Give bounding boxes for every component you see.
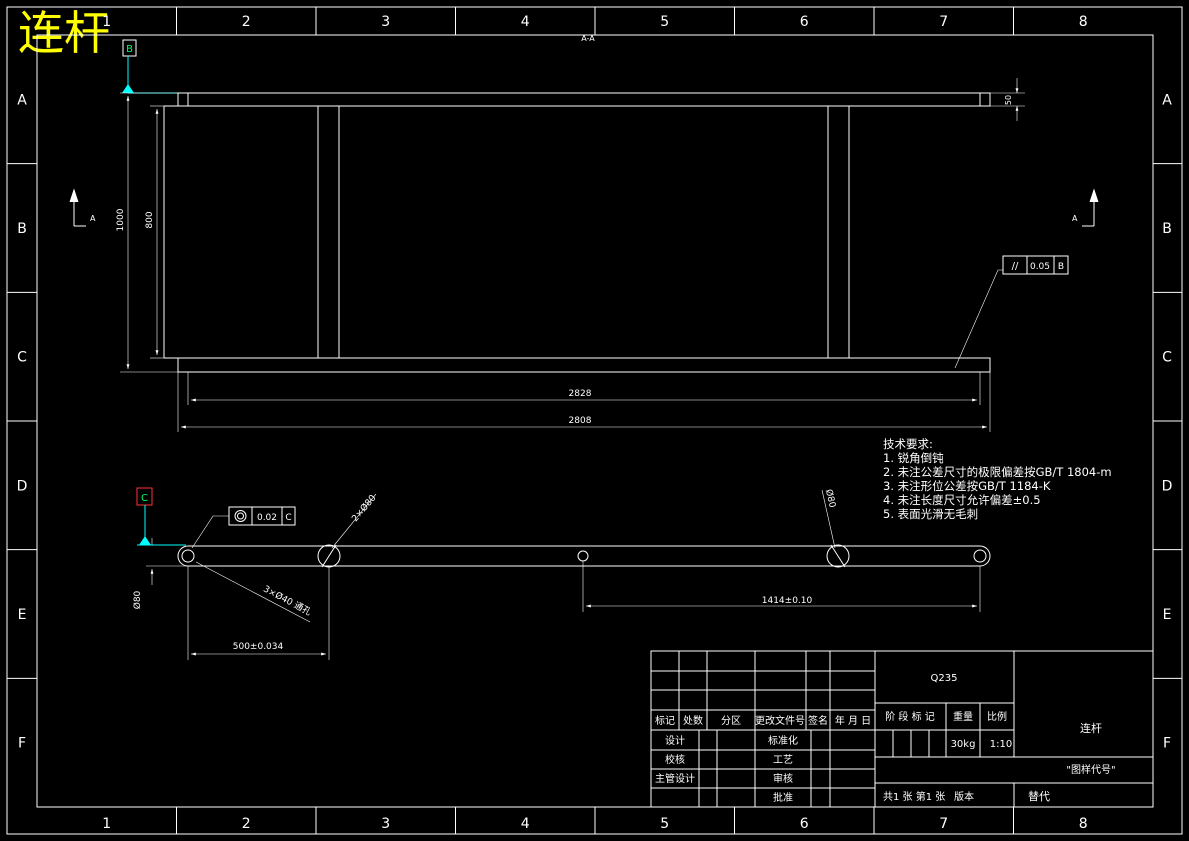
grid-col-top-1: 1	[102, 14, 111, 30]
grid-col-top-2: 2	[242, 14, 251, 30]
dim-left-dia: Ø80	[132, 590, 143, 609]
grid-col-bottom-1: 1	[102, 816, 111, 832]
tb-std-3: 审核	[773, 772, 793, 785]
grid-col-top-3: 3	[381, 14, 390, 30]
tb-weight-label: 重量	[953, 710, 973, 723]
tb-rev-h1: 标记	[655, 715, 675, 727]
bottom-rail	[177, 357, 991, 373]
drawing-frame	[6, 6, 1183, 835]
grid-col-top-4: 4	[521, 14, 530, 30]
datum-b: B	[122, 39, 188, 94]
grid-col-top-7: 7	[939, 14, 948, 30]
tb-weight: 30kg	[951, 739, 976, 750]
tb-sign-check: 校核	[665, 753, 685, 766]
parallelism-symbol: //	[1012, 261, 1019, 272]
dim-span: 1414±0.10	[762, 596, 813, 606]
dim-height-total: 1000	[116, 208, 126, 231]
datum-b-label: B	[126, 44, 133, 55]
tech-note-5: 5. 表面光滑无毛刺	[883, 507, 978, 521]
tb-drawing-code: "图样代号"	[1066, 763, 1115, 776]
tb-material: Q235	[931, 673, 958, 684]
section-mark-left-label: A	[90, 214, 96, 223]
post-left	[317, 105, 340, 359]
tb-part-name: 连杆	[1080, 721, 1102, 735]
grid-col-bottom-4: 4	[521, 816, 530, 832]
tb-scale: 1:10	[990, 739, 1012, 750]
dim-len-inner: 2828	[569, 389, 592, 399]
tb-rev-h6: 年 月 日	[835, 714, 871, 727]
grid-row-left-F: F	[18, 736, 26, 752]
parallelism-frame: // 0.05 B	[1002, 255, 1069, 275]
grid-row-right-D: D	[1162, 478, 1173, 494]
tb-sign-chief: 主管设计	[655, 772, 695, 785]
grid-row-right-E: E	[1163, 607, 1172, 623]
tb-std-1: 标准化	[768, 734, 798, 747]
grid-row-right-F: F	[1163, 736, 1171, 752]
concentricity-datum: C	[285, 513, 291, 523]
tb-stage-label: 阶 段 标 记	[885, 710, 935, 723]
grid-col-bottom-5: 5	[660, 816, 669, 832]
grid-col-bottom-6: 6	[800, 816, 809, 832]
grid-row-right-A: A	[1162, 92, 1172, 108]
section-mark-right-label: A	[1072, 214, 1078, 223]
top-view	[120, 78, 1025, 432]
tb-rev-h4: 更改文件号	[755, 714, 805, 727]
tb-sheets: 共1 张 第1 张	[883, 790, 945, 803]
tb-rev-h5: 签名	[808, 714, 828, 727]
dim-hole-right: Ø80	[823, 488, 838, 509]
grid-col-top-5: 5	[660, 14, 669, 30]
tech-note-1: 1. 锐角倒钝	[883, 451, 944, 465]
parallelism-datum: B	[1058, 262, 1064, 272]
grid-row-right-B: B	[1162, 221, 1172, 237]
tb-version: 版本	[954, 790, 974, 803]
datum-c-label: C	[141, 493, 148, 504]
dim-len-total: 2808	[569, 416, 592, 426]
tech-notes-heading: 技术要求:	[883, 437, 933, 451]
dim-holes-2: 2×Ø80	[350, 492, 379, 524]
tech-note-4: 4. 未注长度尺寸允许偏差±0.5	[883, 493, 1041, 507]
section-mark-right: A	[1072, 188, 1099, 227]
dim-height-inner: 800	[145, 211, 155, 228]
concentricity-value: 0.02	[257, 513, 277, 523]
datum-c: C	[136, 487, 186, 546]
grid-row-left-C: C	[17, 350, 27, 366]
grid-row-left-D: D	[17, 478, 28, 494]
tb-std-4: 批准	[773, 791, 793, 804]
tb-replace: 替代	[1028, 789, 1050, 803]
grid-col-bottom-7: 7	[939, 816, 948, 832]
concentricity-frame: 0.02 C	[228, 506, 296, 526]
section-mark-left: A	[69, 188, 96, 227]
link-side-view	[146, 489, 991, 660]
dim-spacing: 500±0.034	[233, 642, 284, 652]
tb-rev-h3: 分区	[721, 715, 741, 727]
sheet-title: 连杆	[18, 6, 110, 60]
tech-note-3: 3. 未注形位公差按GB/T 1184-K	[883, 479, 1051, 493]
top-rail	[177, 92, 991, 107]
tb-std-2: 工艺	[773, 754, 793, 766]
tech-notes: 技术要求: 1. 锐角倒钝 2. 未注公差尺寸的极限偏差按GB/T 1804-m…	[883, 437, 1112, 521]
grid-col-top-8: 8	[1079, 14, 1088, 30]
post-right	[827, 105, 850, 359]
tb-rev-h2: 处数	[683, 714, 703, 727]
grid-col-bottom-3: 3	[381, 816, 390, 832]
tb-sign-design: 设计	[665, 734, 685, 747]
grid-row-left-B: B	[17, 221, 27, 237]
grid-row-right-C: C	[1162, 350, 1172, 366]
title-block	[650, 650, 1154, 808]
tb-scale-label: 比例	[987, 710, 1007, 723]
grid-col-bottom-2: 2	[242, 816, 251, 832]
title-block-text: Q235 标记 处数 分区 更改文件号 签名 年 月 日 设计 校核 主管设计 …	[655, 673, 1116, 804]
dim-thickness: 50	[1004, 95, 1013, 105]
parallelism-value: 0.05	[1030, 262, 1050, 272]
grid-row-left-A: A	[17, 92, 27, 108]
grid-row-left-E: E	[18, 607, 27, 623]
grid-col-bottom-8: 8	[1079, 816, 1088, 832]
grid-col-top-6: 6	[800, 14, 809, 30]
tech-note-2: 2. 未注公差尺寸的极限偏差按GB/T 1804-m	[883, 465, 1112, 479]
view-label: A-A	[581, 34, 595, 43]
